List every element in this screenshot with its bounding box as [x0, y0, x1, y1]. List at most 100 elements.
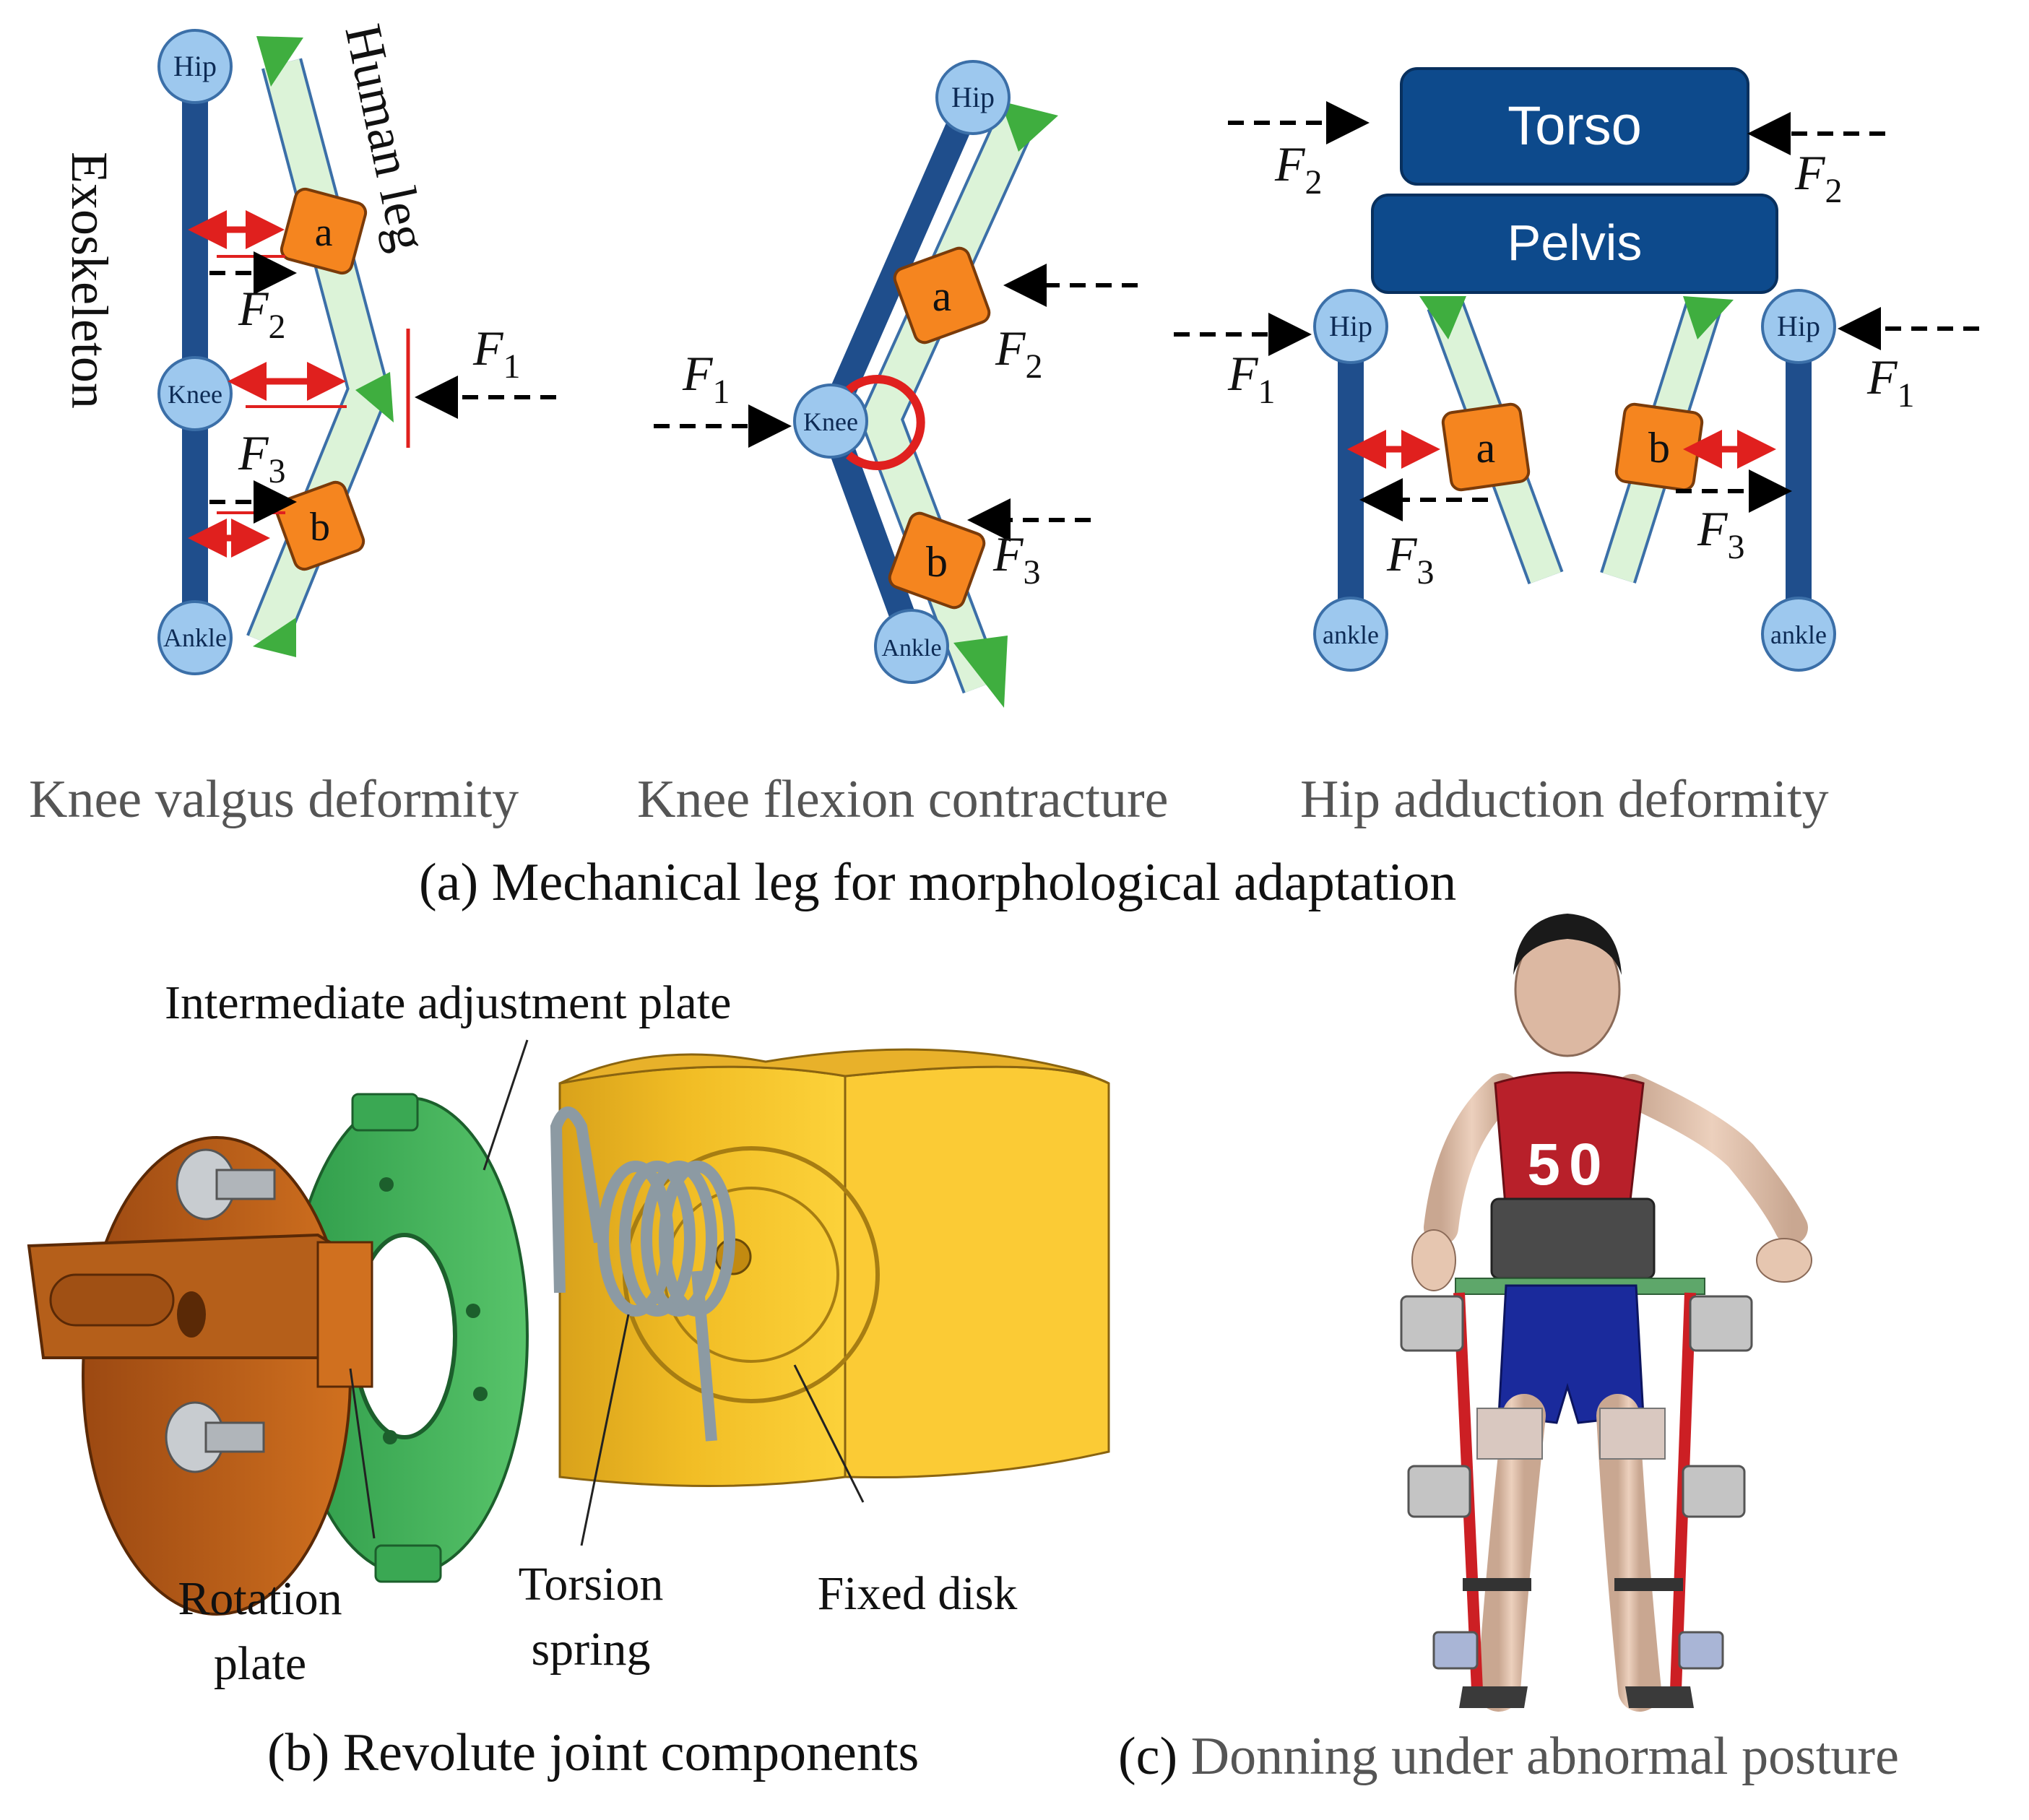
knee-label: Knee — [168, 380, 222, 409]
f1-label-right: F1 — [1866, 350, 1915, 415]
rotation-arm-end — [316, 1241, 373, 1388]
left-arm — [1424, 1073, 1520, 1245]
revolute-joint-illustration: Intermediate adjustment plate Rotation p… — [27, 976, 1110, 1690]
cuff-b-label: b — [1648, 424, 1670, 472]
ankle-joint-left — [1313, 597, 1388, 672]
caption-panel-b: (b) Revolute joint components — [267, 1723, 920, 1782]
adduction-diagram: Torso Pelvis Hip Hip ankle ankle a b F2 … — [1174, 67, 1979, 672]
f3-label: F3 — [992, 526, 1041, 592]
hip-motor-right — [1689, 1295, 1753, 1352]
hip-joint — [935, 60, 1011, 135]
knee-motor-right — [1682, 1465, 1746, 1518]
hair — [1513, 914, 1622, 975]
caption-panel-a: (a) Mechanical leg for morphological ada… — [419, 853, 1457, 912]
ankle-label: Ankle — [163, 623, 227, 652]
foot-plate-left — [1459, 1686, 1528, 1708]
f2-label-left: F2 — [1274, 136, 1323, 202]
cuff-b — [888, 511, 986, 610]
foot-plate-right — [1625, 1686, 1694, 1708]
cuff-b — [274, 480, 365, 571]
ankle-label-right: ankle — [1770, 620, 1827, 649]
rotation-arm-hole — [177, 1291, 206, 1338]
knee-label: Knee — [803, 407, 858, 436]
hip-joint-right — [1761, 289, 1836, 364]
waist-harness — [1490, 1197, 1656, 1280]
hip-motor-left — [1400, 1295, 1464, 1352]
bolt-hole — [466, 1304, 480, 1318]
thigh-cuff-left — [1476, 1408, 1543, 1460]
f2-label: F2 — [238, 281, 286, 346]
leader-line — [793, 1364, 865, 1503]
cuff-a-label: a — [933, 272, 952, 320]
ankle-joint — [874, 609, 949, 684]
right-hand — [1756, 1238, 1812, 1283]
rotation-arm-slot — [49, 1273, 175, 1327]
red-flexion-arc — [846, 375, 925, 470]
cuff-a-label: a — [315, 210, 333, 255]
f3-label: F3 — [238, 425, 286, 490]
cuff-b-label: b — [310, 505, 330, 550]
hip-label-left: Hip — [1329, 310, 1372, 342]
hip-joint — [157, 29, 233, 104]
ankle-joint-right — [1761, 597, 1836, 672]
bolt-hole — [473, 1387, 488, 1401]
shirt-number: 50 — [1527, 1132, 1610, 1197]
intermediate-plate-tab — [374, 1544, 442, 1583]
knee-joint — [793, 384, 868, 459]
pelvis-label: Pelvis — [1507, 214, 1643, 271]
human-exoskeleton-model: 50 — [1400, 914, 1812, 1712]
bolt-hole — [379, 1177, 394, 1192]
caption-panel-c-prefix: (c) — [1118, 1727, 1178, 1786]
ankle-label: Ankle — [881, 635, 941, 662]
shank-strap-left — [1463, 1578, 1531, 1591]
leader-line — [349, 1368, 376, 1539]
cuff-a — [280, 187, 368, 275]
f1-label: F1 — [682, 346, 730, 411]
subcaption-knee-flexion: Knee flexion contracture — [637, 770, 1169, 829]
green-marker — [1419, 296, 1466, 339]
leader-line — [580, 1314, 630, 1546]
subcaption-hip-adduction: Hip adduction deformity — [1300, 770, 1829, 829]
label-fixed-disk: Fixed disk — [818, 1567, 1018, 1620]
ankle-label-left: ankle — [1323, 620, 1379, 649]
knee-motor-left — [1407, 1465, 1471, 1518]
cuff-a-label: a — [1476, 424, 1496, 472]
caption-panel-c: (c) Donning under abnormal posture — [1118, 1726, 1899, 1788]
intermediate-plate-tab — [351, 1093, 419, 1132]
torso-label: Torso — [1507, 95, 1642, 157]
ankle-motor-right — [1678, 1631, 1724, 1670]
bolt-hole — [383, 1430, 397, 1444]
hip-label-right: Hip — [1777, 310, 1820, 342]
cuff-a — [1441, 402, 1531, 492]
f2-label-right: F2 — [1794, 145, 1843, 210]
ankle-motor-left — [1432, 1631, 1479, 1670]
fixed-bracket-top — [559, 1048, 1109, 1085]
screw — [176, 1148, 276, 1221]
shank-strap-right — [1614, 1578, 1683, 1591]
label-torsion-spring-2: spring — [532, 1623, 651, 1676]
cuff-b-label: b — [926, 538, 948, 586]
caption-panel-c-text: Donning under abnormal posture — [1190, 1727, 1899, 1786]
label-rotation-plate-2: plate — [214, 1637, 306, 1690]
f2-label: F2 — [995, 321, 1043, 386]
screw — [165, 1401, 265, 1473]
green-marker — [253, 618, 296, 657]
ankle-joint — [157, 600, 233, 675]
shirt — [1494, 1071, 1645, 1215]
label-intermediate-plate: Intermediate adjustment plate — [165, 976, 731, 1029]
pelvis-block — [1371, 194, 1778, 294]
green-marker — [355, 372, 394, 422]
subcaption-knee-valgus: Knee valgus deformity — [29, 770, 519, 829]
right-arm — [1616, 1074, 1808, 1244]
green-marker — [1683, 296, 1734, 339]
thigh-cuff-right — [1599, 1408, 1666, 1460]
f1-label-left: F1 — [1227, 346, 1276, 411]
green-marker — [1000, 101, 1058, 152]
flexion-diagram: Hip Knee Ankle a b F1 F2 F3 — [654, 60, 1138, 708]
hip-label: Hip — [951, 81, 995, 113]
f3-label-left: F3 — [1386, 526, 1435, 592]
leader-line — [483, 1039, 529, 1171]
label-torsion-spring-1: Torsion — [519, 1558, 664, 1611]
hip-joint-left — [1313, 289, 1388, 364]
